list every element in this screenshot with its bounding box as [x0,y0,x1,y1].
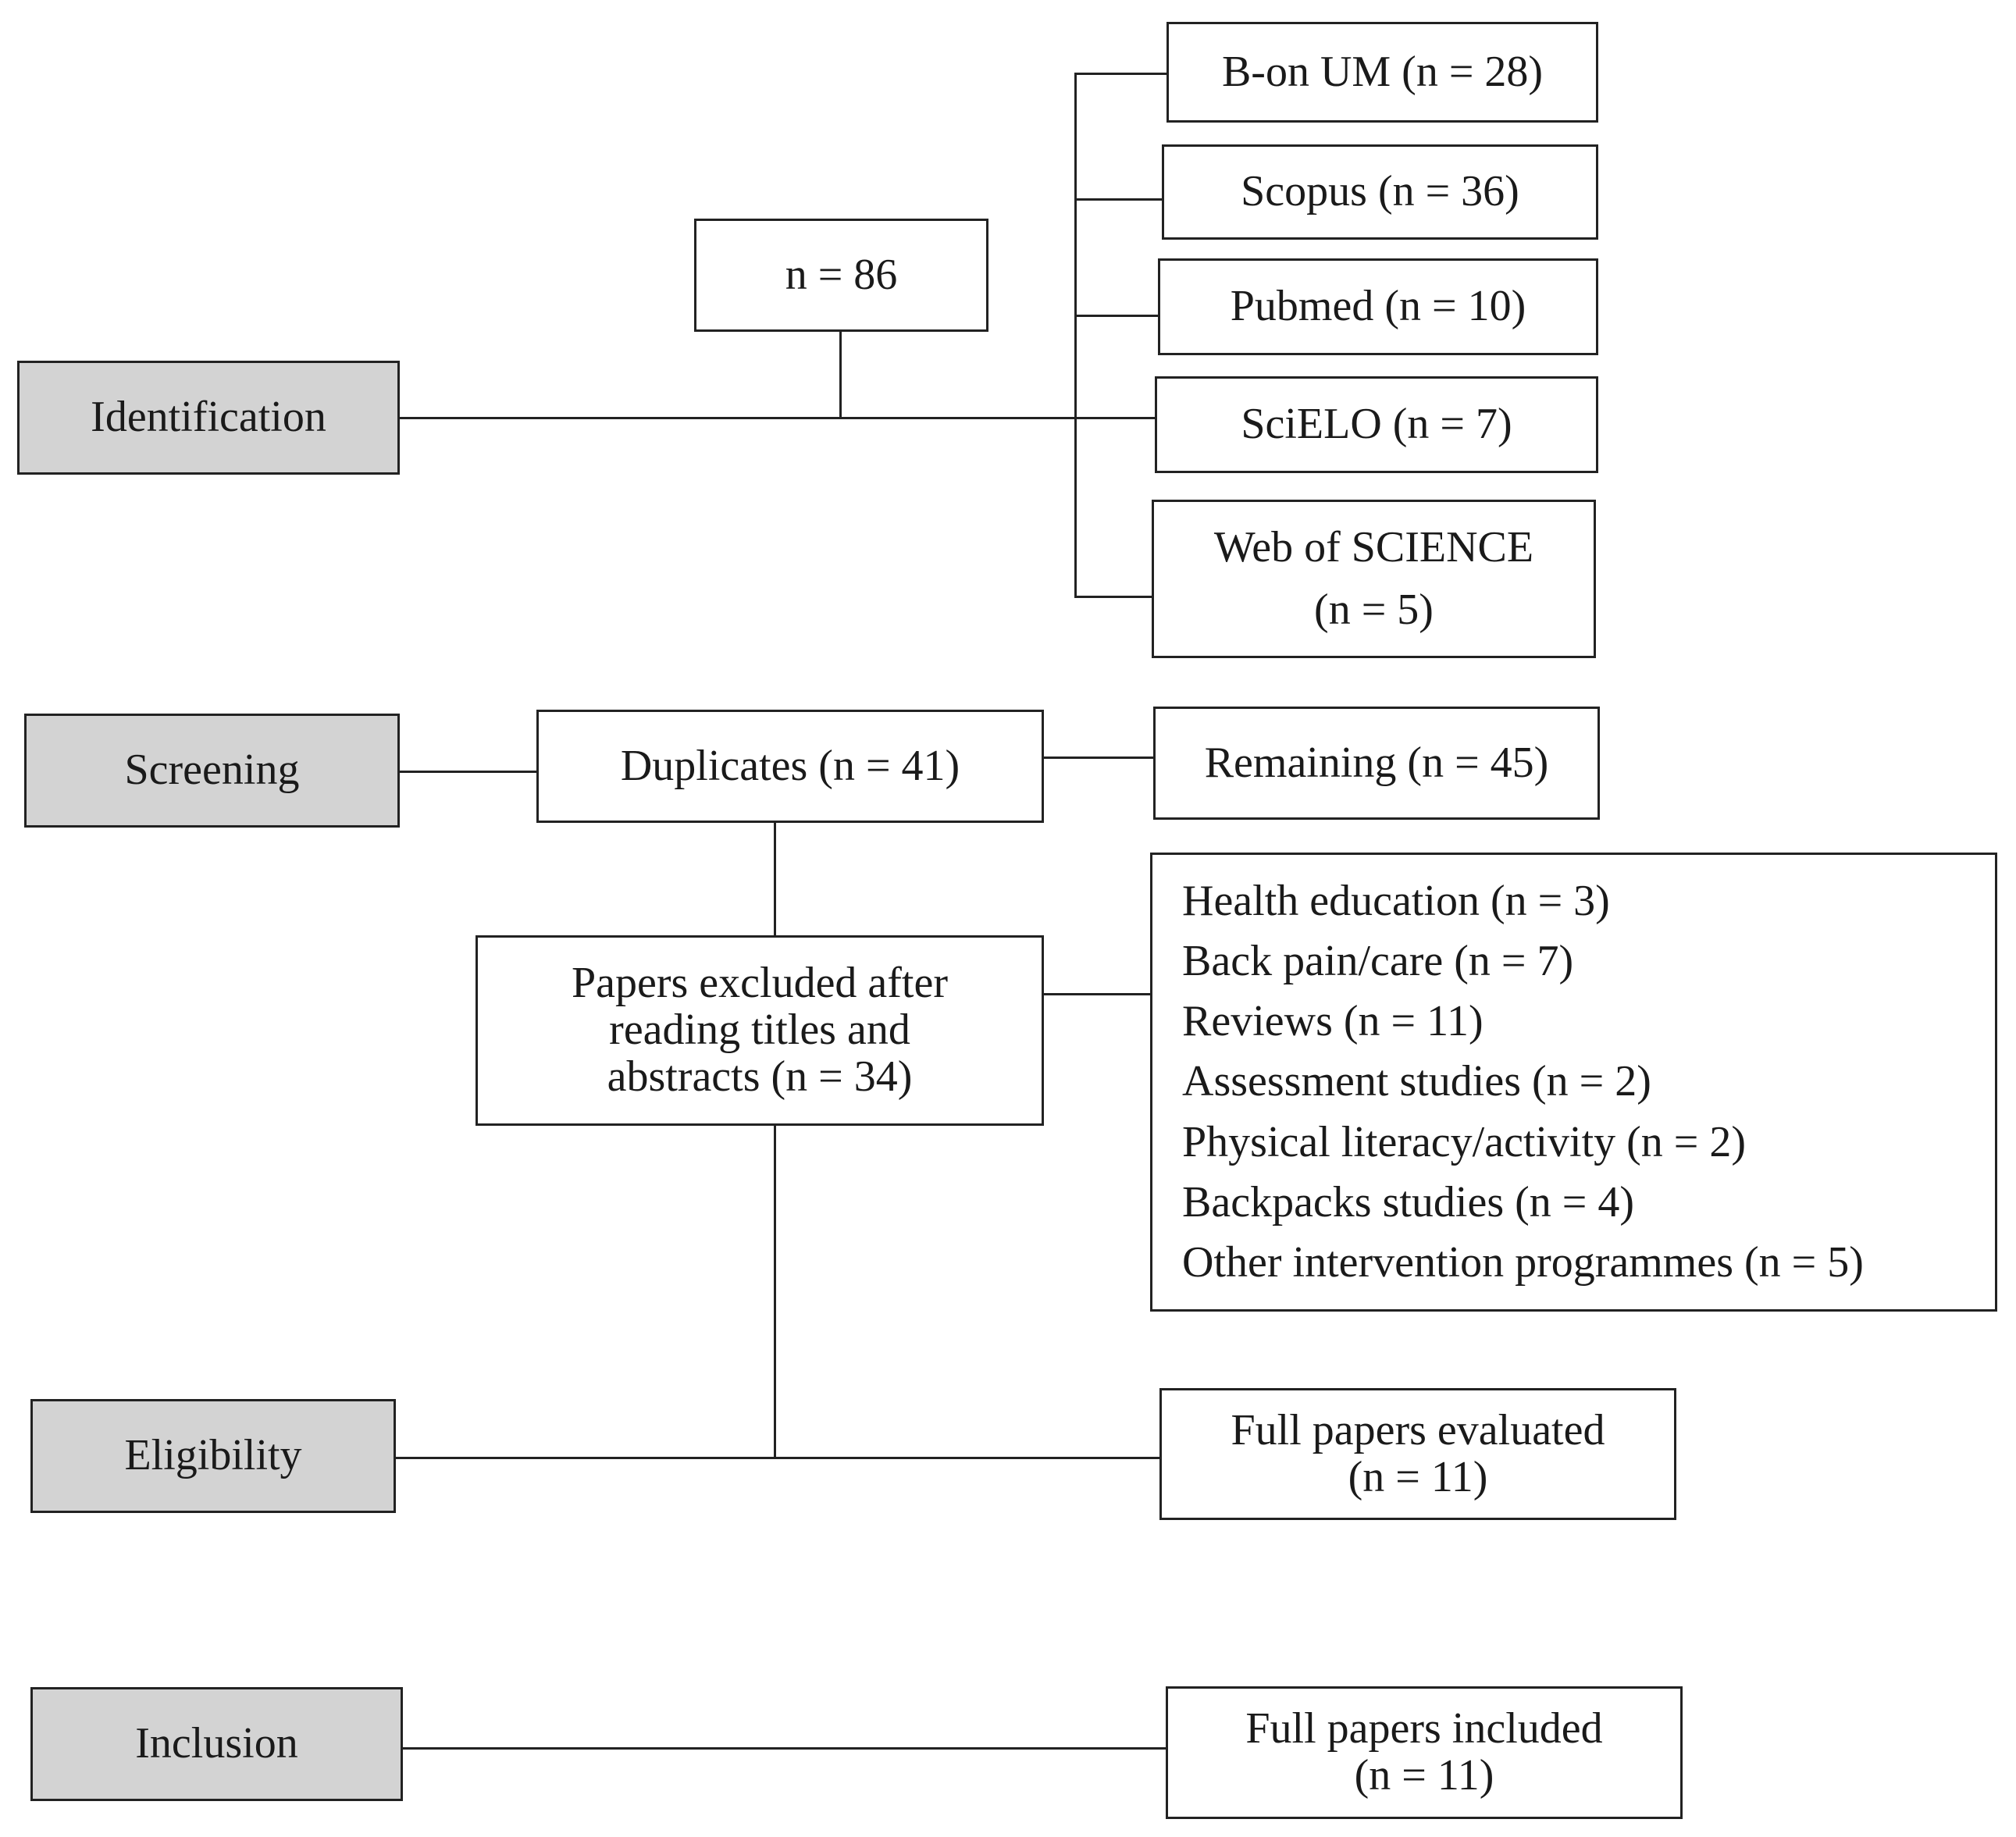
connector [1074,596,1155,598]
included-label: Full papers included [1245,1704,1603,1753]
source-box-b-on: B-on UM (n = 28) [1167,22,1598,123]
connector [399,771,538,773]
duplicates-label: Duplicates (n = 41) [620,741,960,790]
exclusion-reason: Health education (n = 3) [1182,876,1610,925]
connector [399,417,1156,419]
connector [774,1124,776,1459]
exclusion-reason: Back pain/care (n = 7) [1182,936,1574,985]
evaluated-count: (n = 11) [1348,1452,1488,1501]
included-count: (n = 11) [1354,1751,1494,1800]
exclusion-reason: Physical literacy/activity (n = 2) [1182,1117,1747,1166]
excluded-line: abstracts (n = 34) [607,1052,913,1101]
source-label: Web of SCIENCE [1213,522,1534,571]
excluded-line: Papers excluded after [572,959,948,1008]
remaining-box: Remaining (n = 45) [1153,707,1600,820]
stage-identification: Identification [17,361,400,475]
stage-label: Inclusion [135,1719,298,1768]
source-count: (n = 5) [1314,585,1434,634]
source-box-scopus: Scopus (n = 36) [1162,144,1598,240]
source-box-web-of-science: Web of SCIENCE (n = 5) [1152,500,1596,658]
connector [1074,73,1077,597]
exclusion-reason: Backpacks studies (n = 4) [1182,1177,1635,1226]
stage-inclusion: Inclusion [30,1687,403,1801]
connector [839,331,842,418]
exclusion-reason: Other intervention programmes (n = 5) [1182,1238,1864,1287]
connector [1074,315,1159,317]
exclusion-reasons-box: Health education (n = 3) Back pain/care … [1150,853,1997,1312]
exclusion-reason: Reviews (n = 11) [1182,997,1484,1046]
source-box-pubmed: Pubmed (n = 10) [1158,258,1598,355]
connector [402,1747,1167,1750]
connector [1074,73,1168,75]
excluded-line: reading titles and [609,1006,910,1055]
total-records-box: n = 86 [694,219,988,332]
stage-label: Identification [91,393,326,442]
full-papers-included-box: Full papers included (n = 11) [1166,1686,1683,1819]
exclusion-reason: Assessment studies (n = 2) [1182,1057,1651,1106]
duplicates-box: Duplicates (n = 41) [536,710,1044,823]
source-box-scielo: SciELO (n = 7) [1155,376,1598,473]
full-papers-evaluated-box: Full papers evaluated (n = 11) [1159,1388,1676,1520]
stage-label: Screening [124,746,300,795]
source-label: B-on UM (n = 28) [1221,47,1544,96]
source-label: Pubmed (n = 10) [1230,282,1526,331]
connector [395,1457,1161,1459]
stage-screening: Screening [24,714,400,828]
evaluated-label: Full papers evaluated [1231,1405,1605,1454]
connector [1074,198,1163,201]
connector [1042,757,1154,759]
total-count: n = 86 [785,250,898,299]
excluded-papers-box: Papers excluded after reading titles and… [476,935,1044,1126]
source-label: SciELO (n = 7) [1241,400,1512,449]
connector [1042,993,1152,995]
source-label: Scopus (n = 36) [1241,167,1519,216]
stage-label: Eligibility [124,1431,302,1480]
stage-eligibility: Eligibility [30,1399,396,1513]
connector [774,821,776,937]
remaining-label: Remaining (n = 45) [1204,738,1549,787]
